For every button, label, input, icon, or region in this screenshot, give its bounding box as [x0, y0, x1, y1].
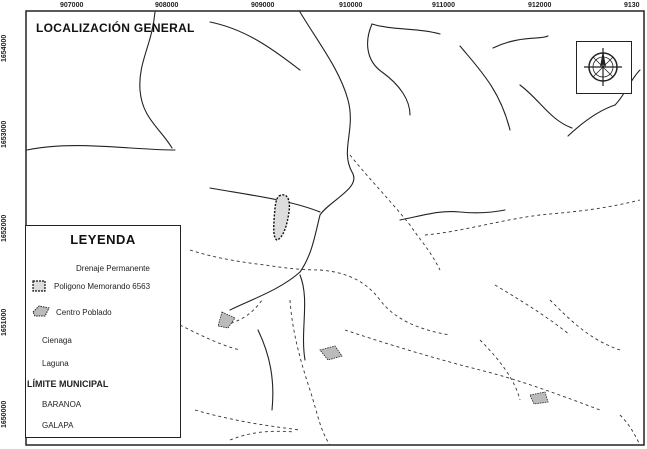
x-tick-label: 911000 — [432, 2, 455, 9]
limit-line — [289, 299, 331, 446]
x-tick-label: 912000 — [528, 2, 552, 9]
drainage-line — [209, 21, 301, 71]
limit-line — [344, 329, 601, 411]
compass-rose-icon — [584, 48, 622, 86]
y-tick-label: 1654000 — [1, 34, 8, 62]
polygon-swatch-icon — [32, 279, 46, 297]
legend-title: LEYENDA — [70, 232, 136, 247]
polygon-memorando — [273, 194, 291, 241]
drainage-line — [209, 187, 321, 213]
drainage-line — [519, 84, 573, 129]
drainage-line — [371, 23, 441, 35]
limit-line — [424, 199, 641, 236]
x-tick-label: 907000 — [60, 2, 84, 9]
limit-line — [549, 299, 621, 351]
legend: LEYENDA Drenaje Permanente Poligono Memo… — [25, 225, 181, 438]
legend-item-baranoa: BARANOA — [42, 400, 82, 409]
x-tick-label: 908000 — [155, 2, 179, 9]
centro-poblado-swatch-icon — [31, 304, 51, 323]
map-title: LOCALIZACIÓN GENERAL — [36, 21, 195, 35]
limit-line — [349, 154, 441, 271]
limit-line — [179, 324, 241, 351]
x-tick-label: 910000 — [339, 2, 363, 9]
drainage-line — [492, 35, 549, 49]
y-tick-label: 1652000 — [1, 214, 8, 242]
drainage-line — [399, 209, 506, 221]
drainage-line — [367, 23, 411, 116]
limit-line — [194, 409, 301, 431]
drainage-line — [299, 11, 355, 216]
drainage-line — [299, 274, 306, 361]
municipal-limits — [179, 154, 641, 446]
limit-line — [224, 299, 263, 326]
drainage-line — [229, 214, 321, 311]
limit-line — [494, 284, 571, 336]
y-tick-label: 1650000 — [1, 400, 8, 428]
drainage-line — [139, 11, 173, 149]
centros-poblados — [217, 311, 549, 405]
limit-line — [189, 249, 321, 271]
legend-item-poligono: Poligono Memorando 6563 — [54, 282, 151, 291]
drainage-line — [459, 45, 511, 131]
legend-item-cienaga: Cienaga — [42, 336, 72, 345]
limit-line — [479, 339, 521, 401]
legend-item-drenaje: Drenaje Permanente — [76, 264, 150, 273]
limit-line — [229, 430, 296, 441]
y-tick-label: 1651000 — [1, 308, 8, 336]
centro-poblado — [529, 391, 549, 405]
legend-item-limite: LÍMITE MUNICIPAL — [27, 379, 109, 389]
x-tick-label: 909000 — [251, 2, 275, 9]
y-tick-label: 1653000 — [1, 120, 8, 148]
centro-poblado — [319, 345, 343, 361]
limit-line — [619, 414, 641, 446]
limit-line — [319, 269, 451, 336]
x-tick-label: 9130 — [624, 2, 640, 9]
legend-item-laguna: Laguna — [42, 359, 69, 368]
legend-item-centro: Centro Poblado — [56, 308, 112, 317]
drainage-line — [567, 104, 616, 137]
centro-poblado — [217, 311, 236, 329]
north-arrow-box — [576, 41, 632, 94]
legend-item-galapa: GALAPA — [42, 421, 74, 430]
drainage-line — [257, 329, 274, 411]
drainage-line — [26, 145, 176, 151]
